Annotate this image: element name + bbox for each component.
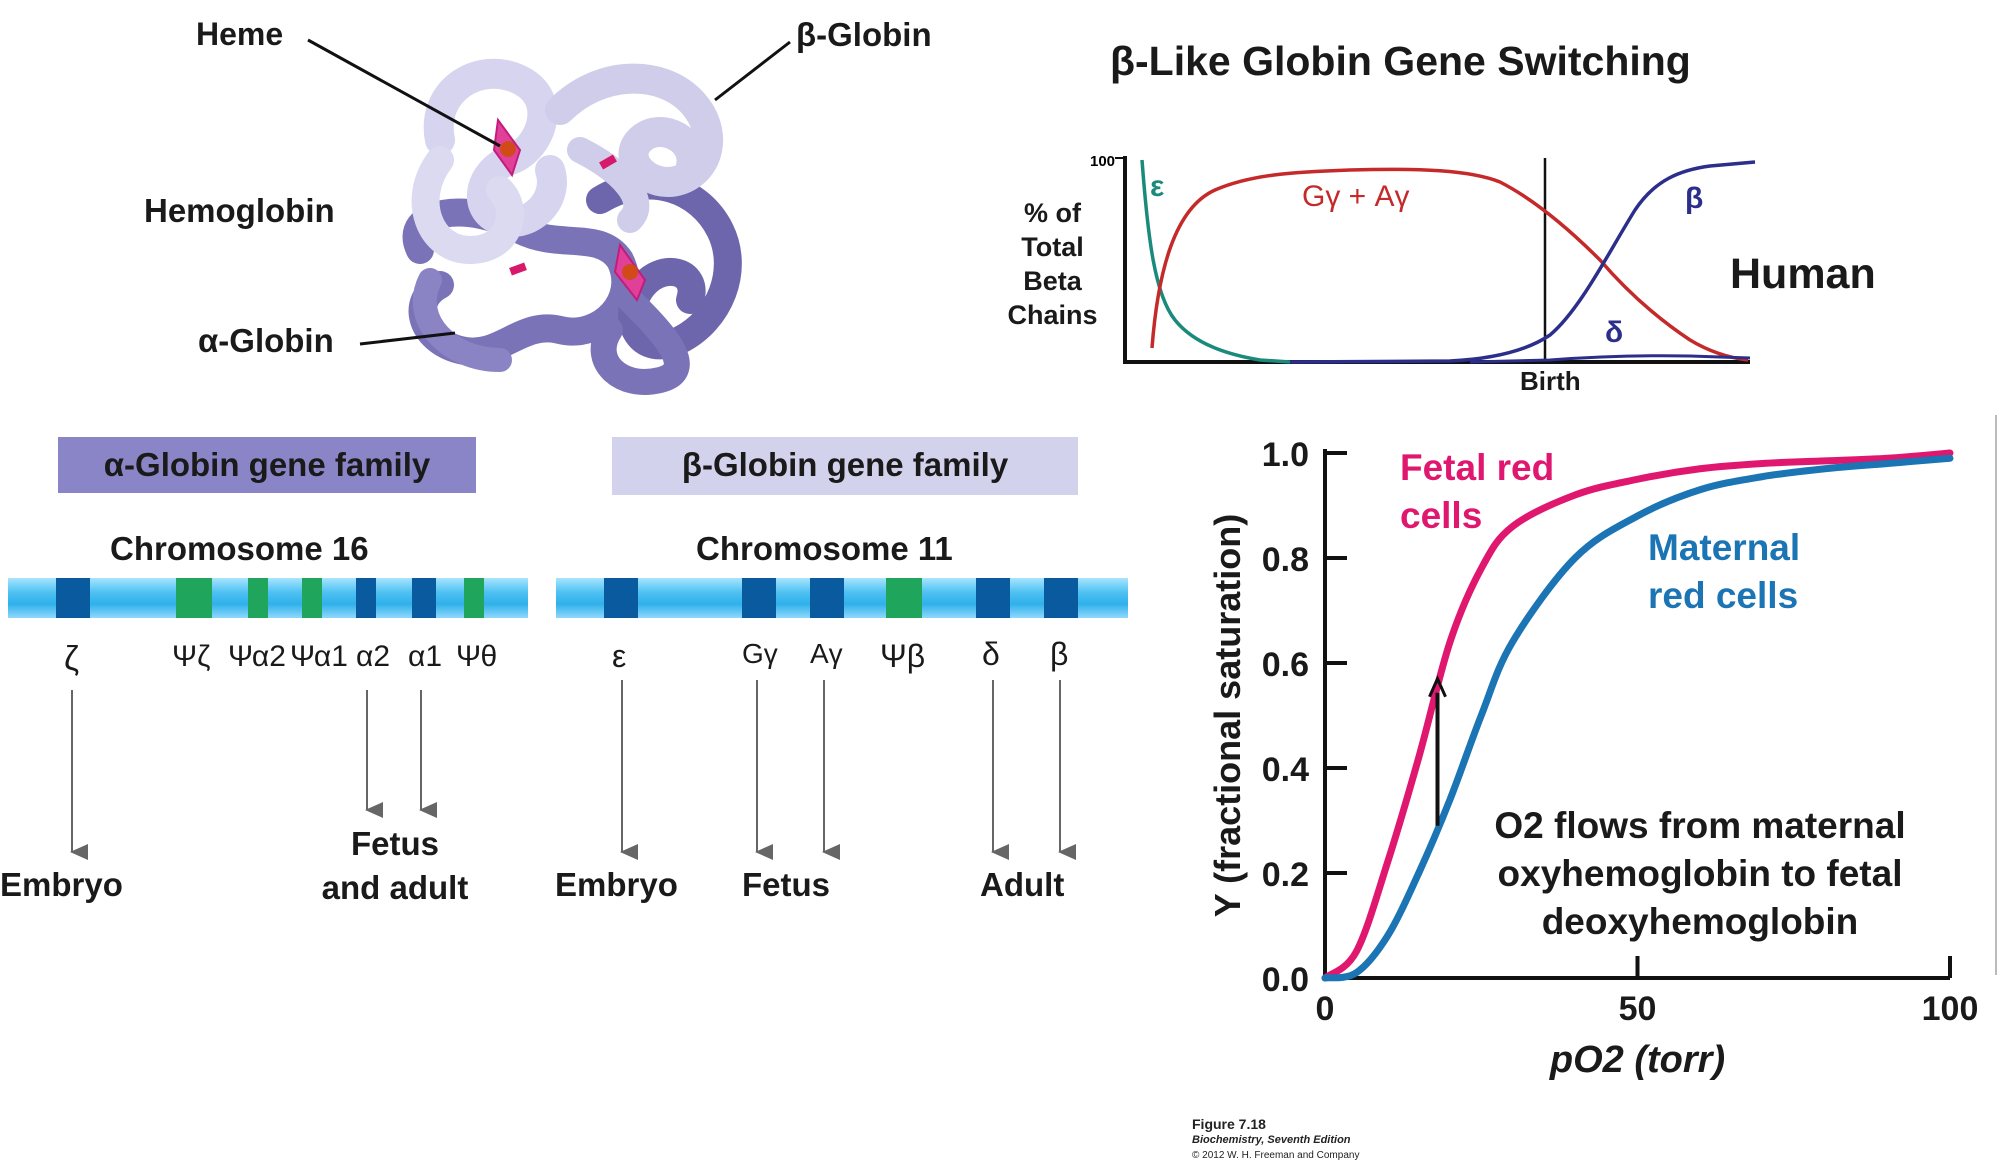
- gamma-curve: [1150, 167, 1749, 362]
- fetal-curve: [1321, 449, 1954, 982]
- fetal-series-label: Fetal red: [1400, 447, 1554, 488]
- beta-globin-leader-line: [714, 40, 791, 102]
- delta-curve-label: δ: [1605, 316, 1624, 349]
- gene-beta-block: [1044, 578, 1078, 618]
- gene-psi-beta-block: [886, 578, 922, 618]
- beta-family-header: β-Globin gene family: [612, 437, 1078, 495]
- sat-y-tick-label: 1.0: [1262, 436, 1309, 474]
- gene-psi-alpha1-block: [302, 578, 322, 618]
- switching-chart-svg: 100: [1090, 153, 1756, 364]
- maternal-series-label: red cells: [1648, 575, 1798, 616]
- heme-label: Heme: [196, 16, 284, 52]
- gene-a-gamma-block: [810, 578, 844, 618]
- gene-zeta-block: [56, 578, 90, 618]
- gene-psi-alpha2-block: [248, 578, 268, 618]
- sat-y-tick-label: 0.0: [1262, 961, 1309, 999]
- hemoglobin-illustration: Heme β-Globin Hemoglobin α-Globin: [0, 0, 1000, 400]
- sat-y-axis-label: Y (fractional saturation): [1207, 514, 1248, 917]
- alpha-globin-label: α-Globin: [198, 322, 334, 359]
- sat-y-tick-label: 0.4: [1262, 751, 1309, 789]
- gene-label-g-gamma: Gγ: [742, 638, 778, 669]
- delta-curve: [1469, 354, 1751, 364]
- y-max-tick: 100: [1090, 153, 1115, 170]
- maternal-curve: [1321, 454, 1954, 982]
- gene-label-zeta: ζ: [64, 640, 79, 678]
- alpha-globin-leader-line: [359, 331, 456, 346]
- gene-label-alpha1: α1: [408, 640, 443, 673]
- y-label-line-1: % of: [1024, 198, 1081, 228]
- chromosome-11-label: Chromosome 11: [696, 530, 953, 567]
- gene-label-psi-zeta: Ψζ: [172, 640, 211, 673]
- alpha-stage-adult-line: and adult: [321, 869, 469, 906]
- sat-x-axis-label: pO2 (torr): [1549, 1039, 1725, 1081]
- gene-psi-zeta-block: [176, 578, 212, 618]
- sat-y-tick-label: 0.2: [1262, 856, 1309, 894]
- figure-copyright: © 2012 W. H. Freeman and Company: [1192, 1150, 1360, 1161]
- o2-flow-arrow-head: [1428, 675, 1447, 698]
- gene-alpha1-block: [412, 578, 436, 618]
- beta-curve: [1289, 160, 1756, 364]
- sat-x-tick-label: 0: [1316, 990, 1335, 1028]
- o2-flow-annotation: deoxyhemoglobin: [1542, 901, 1859, 942]
- panel-divider: [1995, 415, 1997, 975]
- hemoglobin-label: Hemoglobin: [144, 192, 335, 229]
- beta-stage-fetus: Fetus: [742, 866, 831, 903]
- alpha-family-header: α-Globin gene family: [58, 437, 476, 493]
- gene-delta-block: [976, 578, 1010, 618]
- epsilon-curve: [1140, 159, 1291, 364]
- figure-book: Biochemistry, Seventh Edition: [1192, 1134, 1351, 1146]
- gene-label-a-gamma: Aγ: [810, 638, 843, 669]
- sat-x-tick-label: 100: [1922, 990, 1979, 1028]
- gene-label-psi-theta: Ψθ: [456, 640, 498, 673]
- epsilon-curve-label: ε: [1150, 170, 1165, 203]
- switching-chart: 100 ε Gγ + Aγ β δ Birth: [990, 130, 1790, 410]
- maternal-series-label: Maternal: [1648, 527, 1800, 568]
- gene-label-delta: δ: [982, 636, 1000, 672]
- o2-flow-annotation: oxyhemoglobin to fetal: [1498, 853, 1903, 894]
- saturation-chart-svg: 0.0 0.2 0.4 0.6 0.8 1.0 0 50 100 Fetal red cellsMa…: [1207, 436, 1979, 1081]
- fetal-series-label: cells: [1400, 495, 1482, 536]
- beta-stage-adult: Adult: [980, 866, 1065, 903]
- chromosome-16-label: Chromosome 16: [110, 530, 369, 567]
- switching-y-label: % of Total Beta Chains: [990, 196, 1115, 332]
- y-label-line-4: Chains: [1007, 300, 1098, 330]
- heme-leader-line: [307, 38, 501, 148]
- beta-stage-embryo: Embryo: [555, 866, 678, 903]
- birth-label: Birth: [1520, 366, 1581, 396]
- gene-label-psi-beta: Ψβ: [880, 638, 926, 674]
- switching-title: β-Like Globin Gene Switching: [1110, 38, 1691, 84]
- alpha-stage-fetus-adult: Fetus and adult: [300, 822, 490, 910]
- gene-alpha2-block: [356, 578, 376, 618]
- gene-label-psi-alpha2: Ψα2: [228, 640, 286, 673]
- species-label: Human: [1730, 250, 1876, 298]
- beta-curve-label: β: [1685, 182, 1704, 215]
- y-label-line-3: Beta: [1023, 266, 1082, 296]
- gene-label-psi-alpha1: Ψα1: [290, 640, 348, 673]
- sat-x-tick-label: 50: [1619, 990, 1657, 1028]
- figure-caption: Figure 7.18 Biochemistry, Seventh Editio…: [1192, 1116, 1359, 1164]
- chromosome-11-bar: [556, 578, 1128, 618]
- gene-label-alpha2: α2: [356, 640, 391, 673]
- y-label-line-2: Total: [1021, 232, 1084, 262]
- gene-label-epsilon: ε: [612, 638, 627, 674]
- figure-number: Figure 7.18: [1192, 1116, 1266, 1132]
- gene-epsilon-block: [604, 578, 638, 618]
- gene-g-gamma-block: [742, 578, 776, 618]
- hemoglobin-structure-graphic: [307, 38, 791, 395]
- sat-y-tick-label: 0.8: [1262, 541, 1309, 579]
- sat-y-tick-label: 0.6: [1262, 646, 1309, 684]
- gene-label-beta: β: [1050, 636, 1069, 672]
- gamma-curve-label: Gγ + Aγ: [1302, 180, 1410, 213]
- o2-flow-annotation: O2 flows from maternal: [1494, 805, 1905, 846]
- gene-psi-theta-block: [464, 578, 484, 618]
- chromosome-16-bar: [8, 578, 528, 618]
- alpha-stage-embryo: Embryo: [0, 866, 123, 903]
- alpha-stage-fetus-line: Fetus: [350, 825, 439, 862]
- beta-globin-label: β-Globin: [796, 16, 932, 53]
